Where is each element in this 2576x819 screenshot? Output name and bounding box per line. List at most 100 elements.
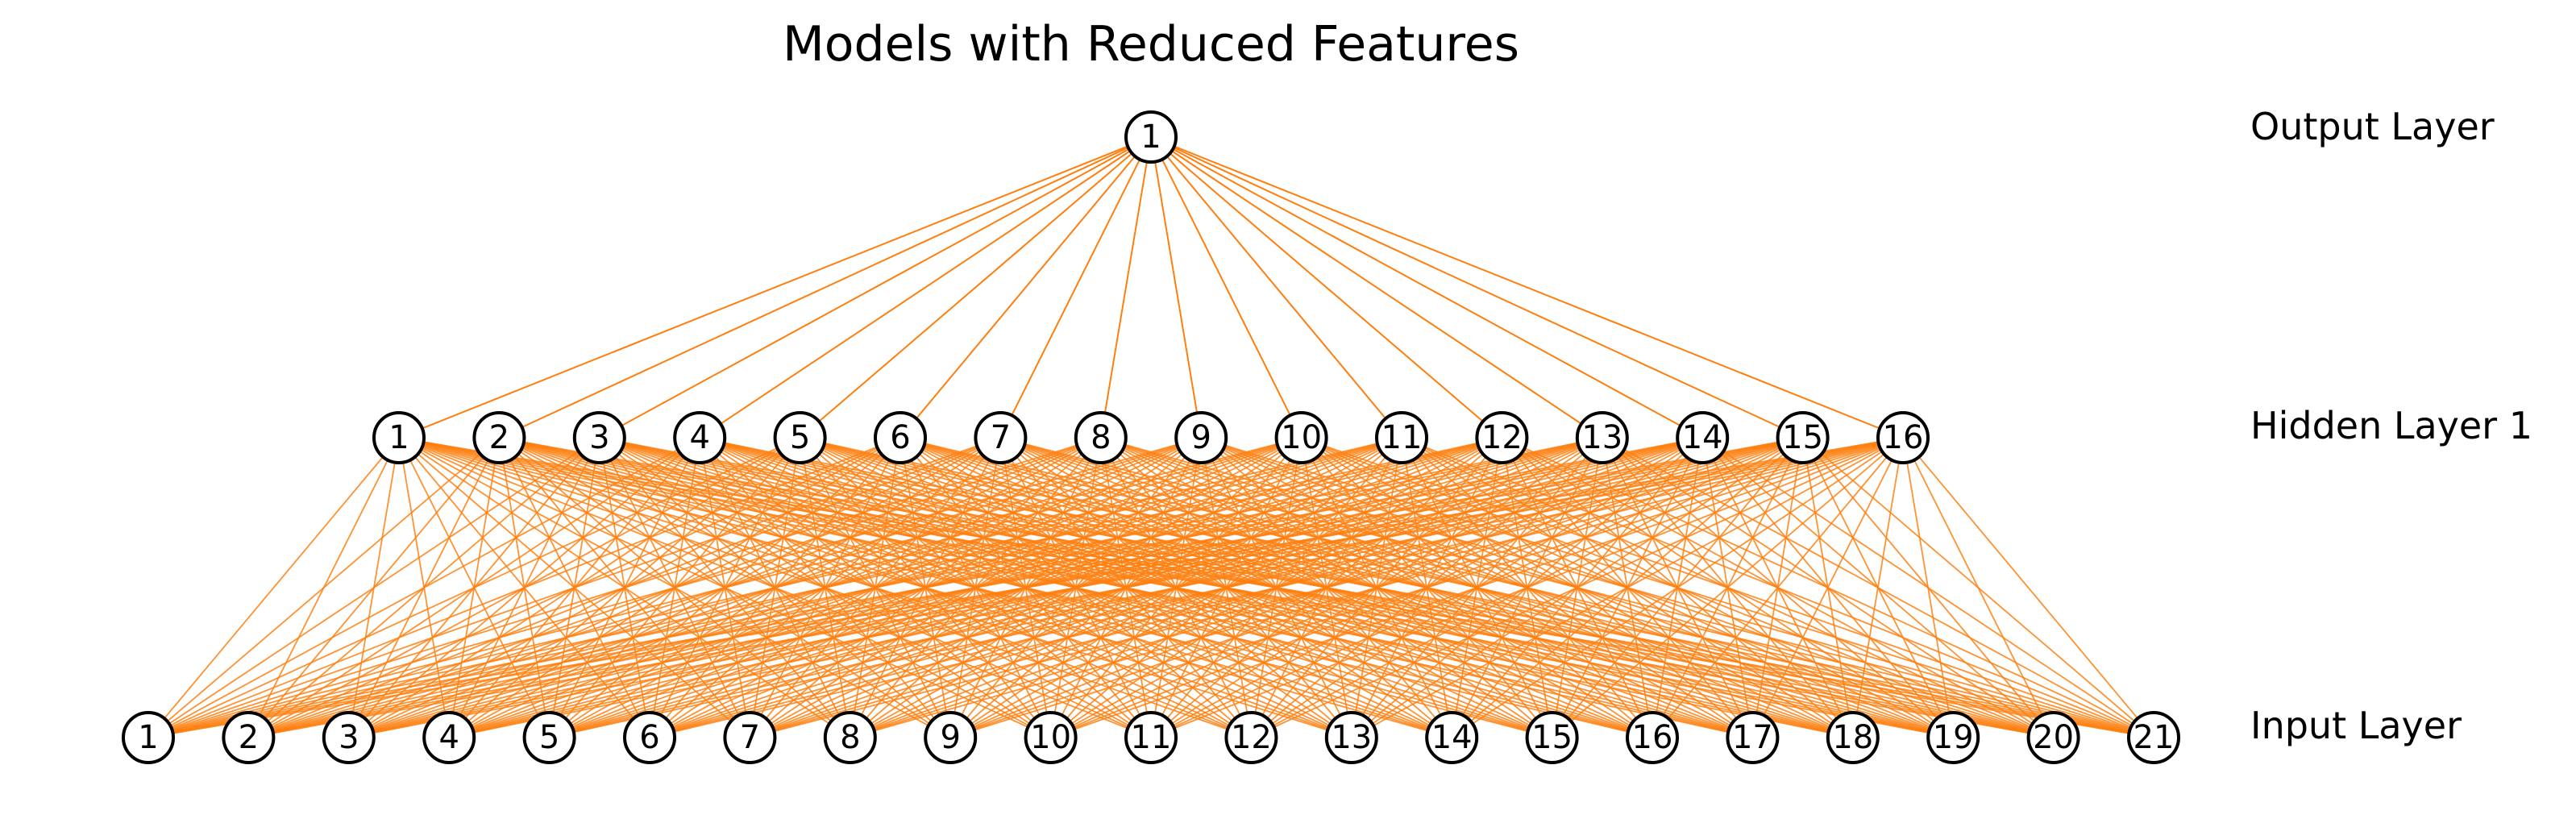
node-circle xyxy=(1676,411,1730,464)
node-circle xyxy=(924,711,978,764)
edge-l0-0-to-14 xyxy=(1150,136,1804,439)
node-label: 14 xyxy=(1682,419,1723,456)
node-label: 11 xyxy=(1381,419,1423,456)
edge-l0-0-to-9 xyxy=(1150,136,1303,439)
node-circle xyxy=(572,411,626,464)
hidden-node-1: 1 xyxy=(372,411,426,464)
input-node-12: 12 xyxy=(1224,711,1278,764)
edge-l1-15-to-17 xyxy=(1851,437,1904,738)
node-circle xyxy=(472,411,526,464)
hidden-node-7: 7 xyxy=(974,411,1028,464)
node-label: 14 xyxy=(1431,719,1473,756)
edge-l0-0-to-5 xyxy=(900,136,1152,439)
node-circle xyxy=(372,411,426,464)
node-label: 7 xyxy=(991,419,1011,456)
edge-l1-15-to-11 xyxy=(1250,437,1904,738)
node-circle xyxy=(1726,711,1780,764)
node-circle xyxy=(1926,711,1980,764)
node-circle xyxy=(673,411,727,464)
input-node-16: 16 xyxy=(1626,711,1679,764)
edge-l1-15-to-2 xyxy=(347,437,1904,738)
node-label: 1 xyxy=(1141,118,1161,156)
edge-l0-0-to-8 xyxy=(1150,136,1203,439)
node-circle xyxy=(1375,411,1428,464)
node-label: 3 xyxy=(339,719,359,756)
edge-l1-1-to-0 xyxy=(147,437,501,738)
input-layer-label: Input Layer xyxy=(2250,704,2462,747)
node-label: 10 xyxy=(1281,419,1322,456)
hidden-node-2: 2 xyxy=(472,411,526,464)
hidden-node-11: 11 xyxy=(1375,411,1428,464)
edge-l1-15-to-4 xyxy=(548,437,1904,738)
node-circle xyxy=(1124,711,1178,764)
edge-l1-15-to-9 xyxy=(1049,437,1904,738)
edge-l0-0-to-0 xyxy=(398,136,1152,439)
input-node-15: 15 xyxy=(1525,711,1579,764)
edge-l1-15-to-0 xyxy=(147,437,1904,738)
edge-l1-12-to-0 xyxy=(147,437,1603,738)
edge-l1-3-to-0 xyxy=(147,437,701,738)
node-label: 4 xyxy=(689,419,709,456)
input-node-7: 7 xyxy=(723,711,777,764)
hidden-node-5: 5 xyxy=(773,411,827,464)
node-circle xyxy=(1274,411,1328,464)
node-circle xyxy=(823,711,877,764)
node-circle xyxy=(222,711,276,764)
node-circle xyxy=(1575,411,1629,464)
node-circle xyxy=(422,711,476,764)
edge-l1-15-to-16 xyxy=(1751,437,1904,738)
node-label: 12 xyxy=(1231,719,1272,756)
hidden-node-10: 10 xyxy=(1274,411,1328,464)
node-label: 5 xyxy=(790,419,810,456)
edge-l0-0-to-13 xyxy=(1150,136,1704,439)
hidden-node-12: 12 xyxy=(1475,411,1529,464)
input-node-9: 9 xyxy=(924,711,978,764)
node-circle xyxy=(773,411,827,464)
edge-l0-0-to-1 xyxy=(498,136,1152,439)
node-label: 6 xyxy=(639,719,659,756)
edge-l1-15-to-13 xyxy=(1451,437,1904,738)
edge-l1-2-to-0 xyxy=(147,437,600,738)
node-label: 7 xyxy=(740,719,760,756)
node-label: 11 xyxy=(1131,719,1172,756)
edge-l1-15-to-12 xyxy=(1350,437,1904,738)
edge-l0-0-to-3 xyxy=(699,136,1152,439)
input-node-19: 19 xyxy=(1926,711,1980,764)
hidden-node-13: 13 xyxy=(1575,411,1629,464)
input-node-1: 1 xyxy=(122,711,175,764)
node-label: 3 xyxy=(589,419,609,456)
node-label: 19 xyxy=(1933,719,1974,756)
input-node-4: 4 xyxy=(422,711,476,764)
node-circle xyxy=(623,711,676,764)
node-label: 20 xyxy=(2033,719,2074,756)
edge-l1-15-to-1 xyxy=(247,437,1904,738)
edge-l1-15-to-3 xyxy=(448,437,1904,738)
input-node-14: 14 xyxy=(1425,711,1479,764)
node-circle xyxy=(1174,411,1228,464)
node-circle xyxy=(1024,711,1078,764)
node-circle xyxy=(1826,711,1880,764)
edge-l0-0-to-10 xyxy=(1150,136,1402,439)
node-label: 13 xyxy=(1331,719,1372,756)
edge-l1-7-to-0 xyxy=(147,437,1102,738)
node-label: 8 xyxy=(840,719,860,756)
input-node-6: 6 xyxy=(623,711,676,764)
input-node-11: 11 xyxy=(1124,711,1178,764)
hidden-node-16: 16 xyxy=(1876,411,1930,464)
edge-l1-6-to-0 xyxy=(147,437,1002,738)
node-label: 9 xyxy=(1190,419,1211,456)
connection-lines xyxy=(147,136,2154,738)
node-label: 15 xyxy=(1531,719,1573,756)
edge-l1-15-to-5 xyxy=(649,437,1904,738)
node-label: 5 xyxy=(539,719,559,756)
node-label: 1 xyxy=(138,719,158,756)
input-node-3: 3 xyxy=(322,711,376,764)
node-circle xyxy=(1324,711,1378,764)
node-label: 21 xyxy=(2134,719,2175,756)
output-node-1: 1 xyxy=(1124,110,1178,164)
edge-l1-15-to-14 xyxy=(1551,437,1904,738)
edge-l0-0-to-11 xyxy=(1150,136,1503,439)
edge-l1-0-to-0 xyxy=(147,437,400,738)
